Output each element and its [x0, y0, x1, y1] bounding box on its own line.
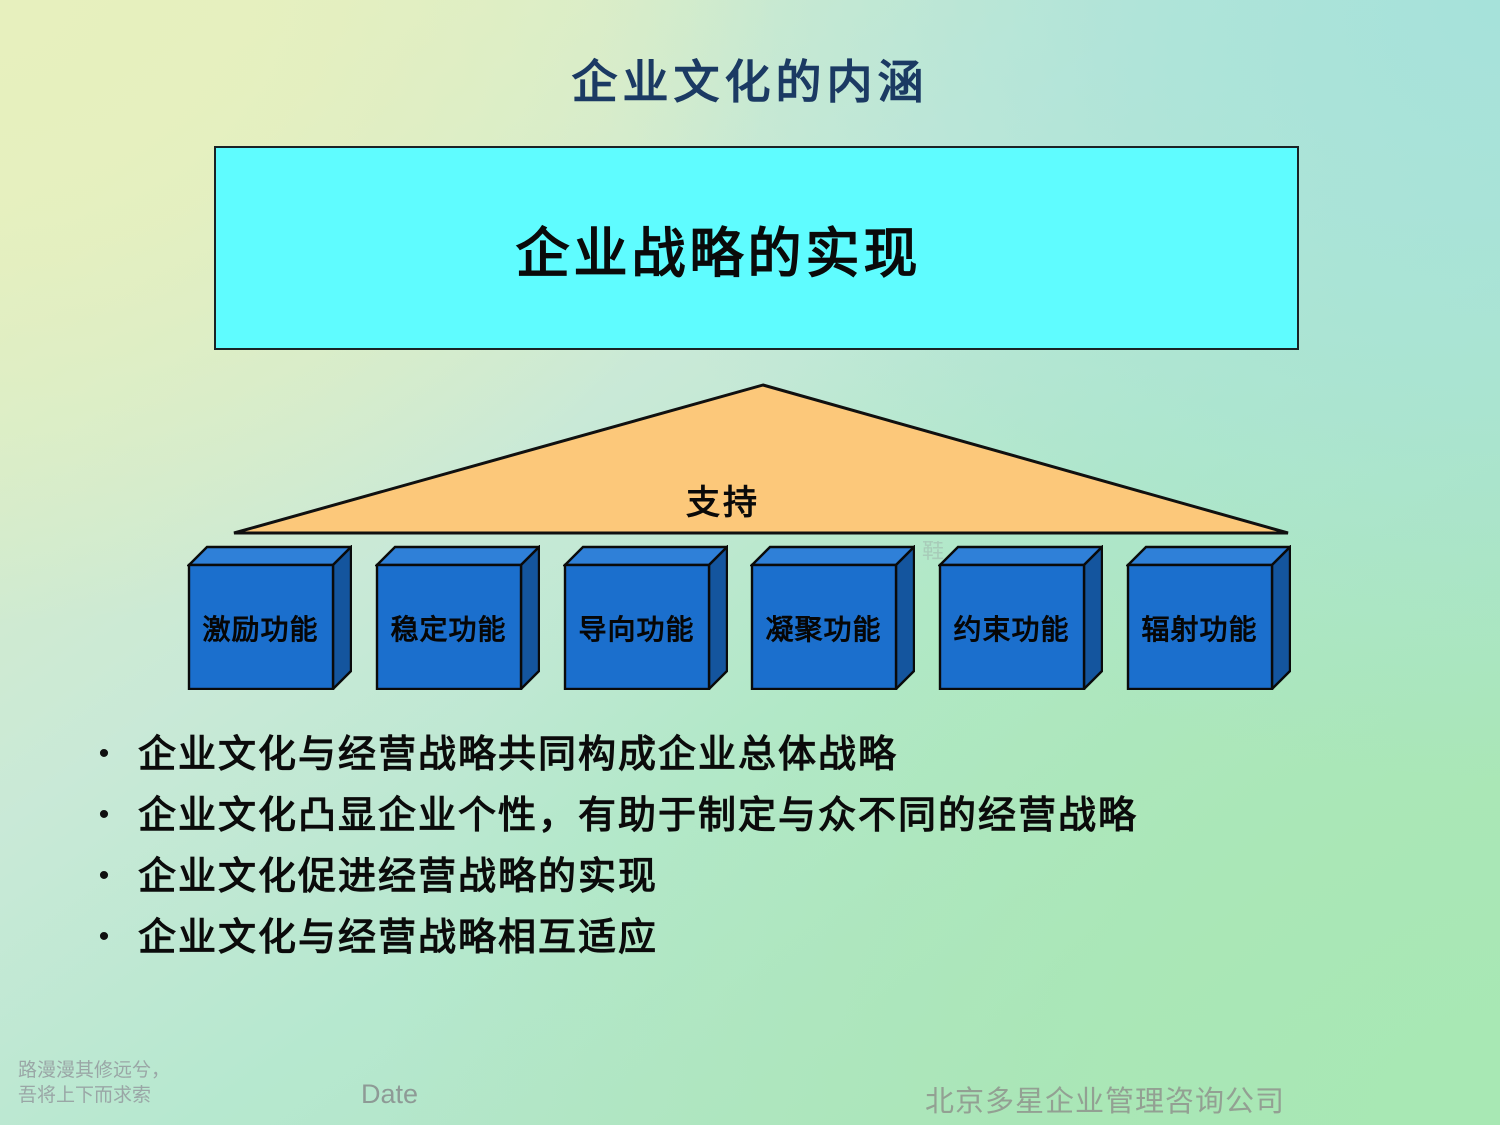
function-cube-1[interactable]: 激励功能 [187, 545, 352, 690]
cube-shape [375, 545, 540, 690]
list-item: • 企业文化与经营战略共同构成企业总体战略 [70, 730, 1470, 791]
function-cube-4[interactable]: 凝聚功能 [750, 545, 915, 690]
cube-shape [750, 545, 915, 690]
function-cube-6[interactable]: 辐射功能 [1126, 545, 1291, 690]
list-item: • 企业文化与经营战略相互适应 [70, 913, 1470, 974]
bullet-text: 企业文化凸显企业个性，有助于制定与众不同的经营战略 [138, 793, 1139, 837]
bullet-text: 企业文化促进经营战略的实现 [138, 854, 659, 898]
cube-shape [938, 545, 1103, 690]
footer-company-name: 北京多星企业管理咨询公司 [925, 1084, 1286, 1118]
footer-motto: 路漫漫其修远兮， 吾将上下而求索 [18, 1059, 171, 1106]
bullet-marker-icon: • [98, 737, 110, 770]
cube-shape [187, 545, 352, 690]
cube-shape [1126, 545, 1291, 690]
bullet-marker-icon: • [98, 920, 110, 953]
function-cube-2[interactable]: 稳定功能 [375, 545, 540, 690]
bullet-text: 企业文化与经营战略相互适应 [138, 915, 659, 959]
function-cube-3[interactable]: 导向功能 [563, 545, 728, 690]
watermark-artifact: 鞋 [922, 541, 945, 564]
support-triangle: 支持 [232, 383, 1290, 535]
bullet-text: 企业文化与经营战略共同构成企业总体战略 [138, 732, 899, 776]
function-cube-row: 激励功能 稳定功能 导向功能 凝聚功能 [187, 545, 1297, 695]
strategy-box: 企业战略的实现 [214, 146, 1299, 350]
function-cube-5[interactable]: 约束功能 [938, 545, 1103, 690]
footer-date-placeholder: Date [361, 1079, 419, 1109]
bullet-marker-icon: • [98, 859, 110, 892]
bullet-marker-icon: • [98, 798, 110, 831]
list-item: • 企业文化促进经营战略的实现 [70, 852, 1470, 913]
bullet-list: • 企业文化与经营战略共同构成企业总体战略 • 企业文化凸显企业个性，有助于制定… [70, 730, 1470, 974]
list-item: • 企业文化凸显企业个性，有助于制定与众不同的经营战略 [70, 791, 1470, 852]
support-triangle-label: 支持 [686, 483, 760, 523]
strategy-box-label: 企业战略的实现 [515, 220, 922, 285]
page-title: 企业文化的内涵 [571, 55, 929, 109]
triangle-shape [233, 383, 1289, 535]
cube-shape [563, 545, 728, 690]
